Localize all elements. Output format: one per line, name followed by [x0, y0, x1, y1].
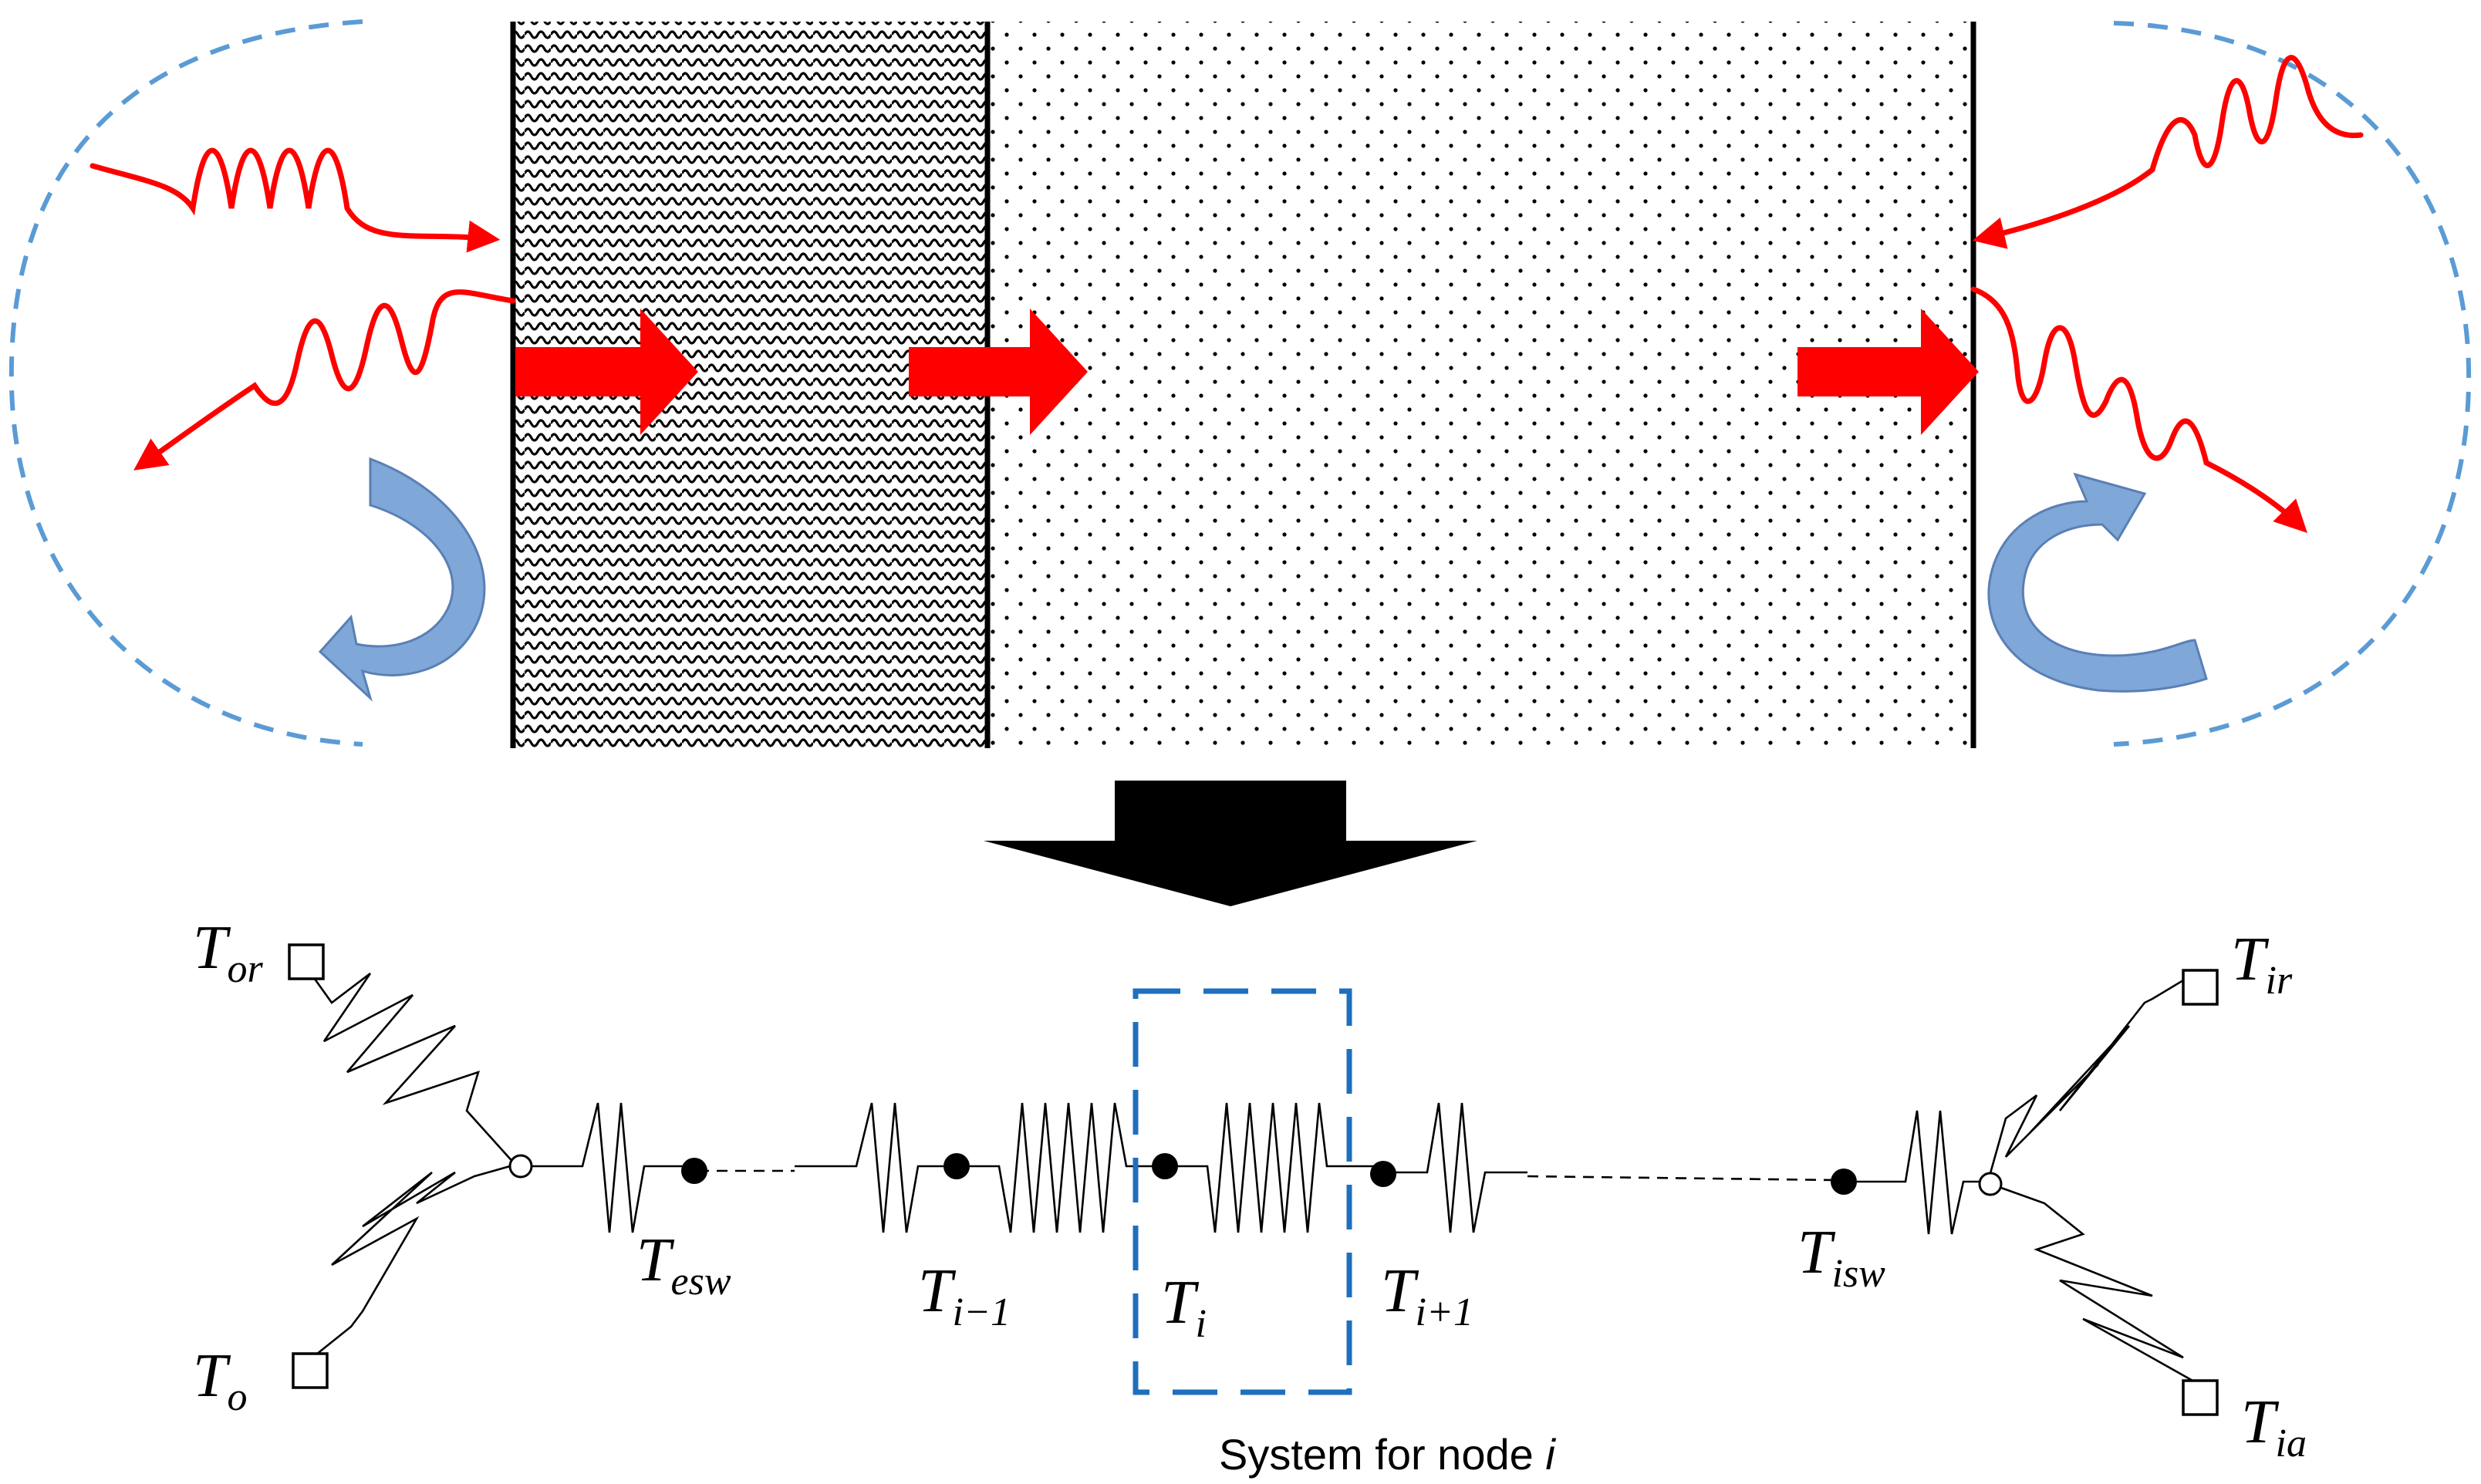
node-t-ir [2182, 969, 2219, 1006]
convection-curved-arrow [318, 457, 486, 702]
label-t-i-minus-1: Ti−1 [918, 1257, 1011, 1334]
radiation-arrows [89, 55, 2364, 533]
resistor-interior-wall [1848, 1110, 1979, 1235]
label-t-i-plus-1: Ti+1 [1381, 1257, 1473, 1334]
label-t-ir: Tir [2231, 926, 2293, 1003]
transform-arrow [984, 781, 1477, 906]
radiation-wave-arrow [89, 147, 501, 253]
convection-curved-arrow [1987, 472, 2208, 693]
thermal-network [311, 972, 2208, 1406]
label-t-isw: Tisw [1797, 1219, 1885, 1296]
radiation-wave-arrow [1970, 286, 2307, 533]
resistor-node-i-minus-1 [957, 1102, 1165, 1233]
resistor-outdoor-air [312, 1163, 516, 1359]
conduction-arrows [515, 309, 1979, 435]
radiation-wave-arrow [133, 289, 516, 470]
convection-arrows [318, 457, 2208, 702]
label-t-or: Tor [193, 914, 264, 991]
inner-boundary-dash [2113, 21, 2472, 747]
node-t-ia [2182, 1379, 2219, 1416]
resistor-indoor-air [2000, 1186, 2208, 1406]
caption-system-for-node: System for node i [1219, 1430, 1556, 1479]
temperature-labels: Tor To Tesw Ti−1 Ti Ti+1 Tisw Tir Tia [193, 914, 2307, 1465]
resistor-indoor-radiation [1989, 974, 2192, 1174]
resistor-outdoor-radiation [311, 972, 516, 1165]
system-box-node-i [1132, 988, 1352, 1395]
conduction-arrow [515, 309, 698, 435]
radiation-wave-arrow [1972, 55, 2364, 249]
inner-boundary-region [2113, 21, 2472, 747]
node-t-i-plus-1 [1370, 1161, 1396, 1187]
label-t-i: Ti [1161, 1269, 1207, 1346]
resistor-node-i [1165, 1102, 1381, 1233]
resistor-node-i-plus-1 [1381, 1102, 1527, 1233]
conduction-arrow [909, 309, 1088, 435]
conduction-arrow [1797, 309, 1979, 435]
node-t-or [288, 943, 325, 980]
node-t-isw [1831, 1169, 1857, 1195]
resistor-layer-left [795, 1102, 957, 1233]
wall-cross-section [510, 22, 1976, 748]
node-t-esw [681, 1158, 707, 1184]
outer-boundary-region [8, 19, 363, 747]
node-exterior-surface [508, 1154, 533, 1179]
label-t-esw: Tesw [636, 1226, 731, 1304]
node-t-i-minus-1 [943, 1153, 970, 1179]
boundary-nodes [288, 943, 2219, 1416]
dashed-connector [1527, 1175, 1837, 1182]
internal-nodes [681, 1153, 1857, 1195]
outer-boundary-dash [8, 19, 363, 747]
node-interior-surface [1978, 1172, 2003, 1196]
resistor-exterior-wall [532, 1102, 683, 1233]
node-t-o [292, 1352, 329, 1389]
node-t-i [1152, 1153, 1178, 1179]
label-t-ia: Tia [2241, 1388, 2307, 1465]
label-t-o: To [193, 1342, 248, 1419]
